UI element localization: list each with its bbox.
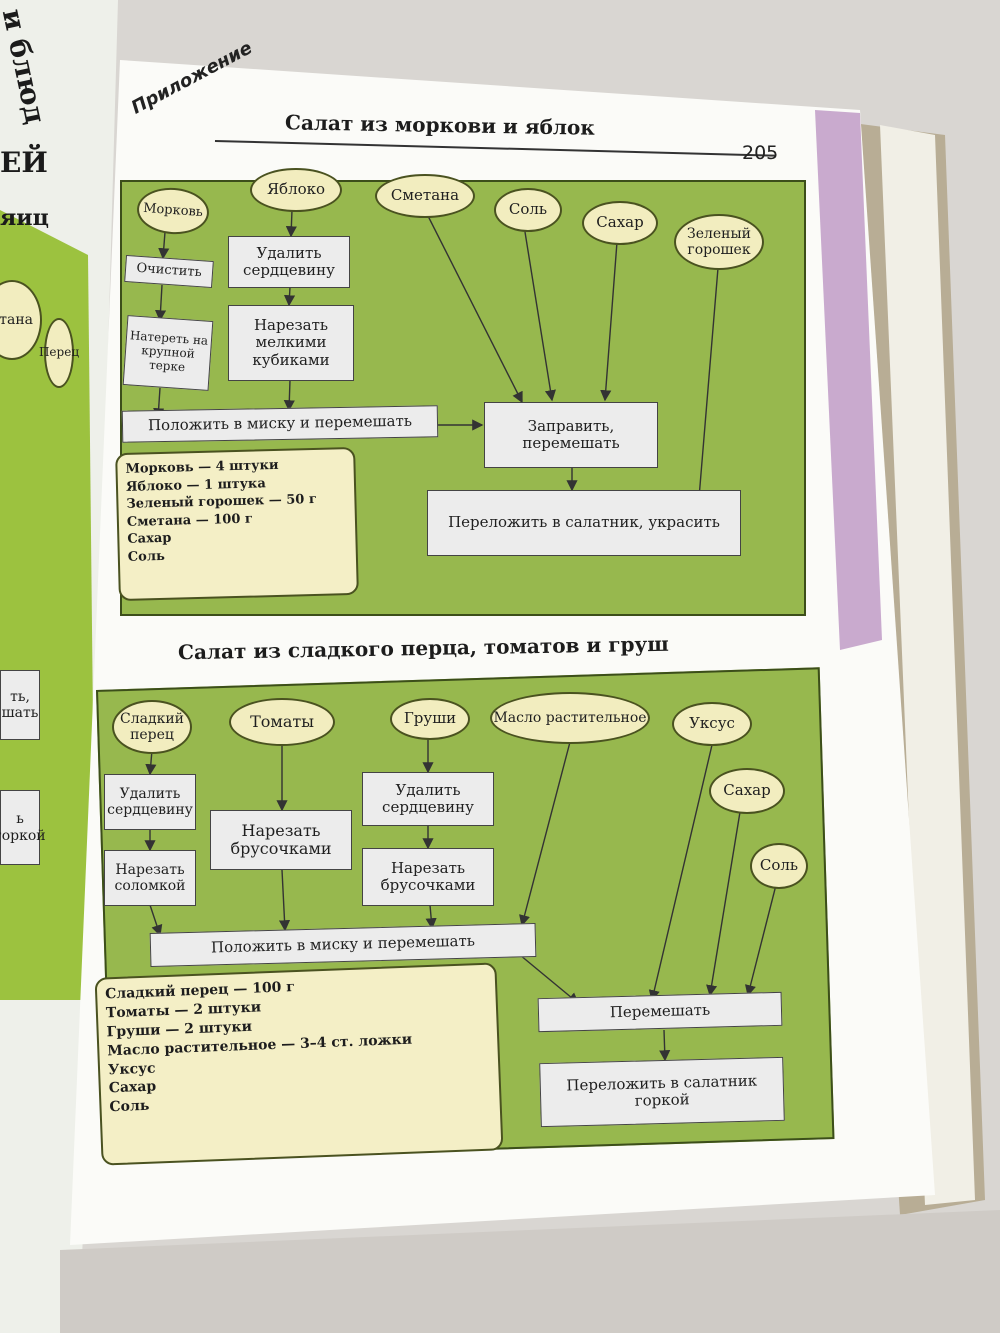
ingredient-sour-cream-oval: Сметана <box>375 174 475 218</box>
ingredient-vinegar-oval: Уксус <box>672 702 752 746</box>
left-fragment: яиц <box>0 205 49 231</box>
step-core-apple-box: Удалить сердцевину <box>228 236 350 288</box>
left-oval-fragment: Перец <box>39 318 79 388</box>
step-julienne-box: Нарезать соломкой <box>104 850 196 906</box>
page-number: 205 <box>742 142 779 164</box>
ingredient-salt-oval: Соль <box>494 188 562 232</box>
step-transfer-decorate-box: Переложить в салатник, украсить <box>427 490 741 556</box>
step-core-pepper-box: Удалить сердцевину <box>104 774 196 830</box>
ingredient-green-peas-oval: Зеленый горошек <box>674 214 764 270</box>
step-pear-sticks-box: Нарезать брусочками <box>362 848 494 906</box>
step-core-pears-box: Удалить сердцевину <box>362 772 494 826</box>
left-box-fragment: ть, шать <box>0 670 40 740</box>
ingredient-sweet-pepper-oval: Сладкий перец <box>112 700 192 754</box>
left-fragment: ЕЙ <box>0 146 48 179</box>
recipe2-ingredient-list: Сладкий перец — 100 г Томаты — 2 штуки Г… <box>94 962 504 1166</box>
step-dress-mix-box: Заправить, перемешать <box>484 402 658 468</box>
ingredient-vegetable-oil-oval: Масло растительное <box>490 692 650 744</box>
step-transfer-mound-box: Переложить в салатник горкой <box>539 1056 785 1128</box>
step-dice-box: Нарезать мелкими кубиками <box>228 305 354 381</box>
ingredient-sugar-oval: Сахар <box>709 768 785 814</box>
left-box-fragment: ь горкой <box>0 790 46 865</box>
ingredient-apple-oval: Яблоко <box>250 168 342 212</box>
step-mix-box: Перемешать <box>537 991 783 1033</box>
ingredient-tomatoes-oval: Томаты <box>229 698 335 746</box>
ingredient-sugar-oval: Сахар <box>582 201 658 245</box>
ingredient-salt-oval: Соль <box>750 843 808 889</box>
step-tomato-sticks-box: Нарезать брусочками <box>210 810 352 870</box>
ingredient-pears-oval: Груши <box>390 698 470 740</box>
